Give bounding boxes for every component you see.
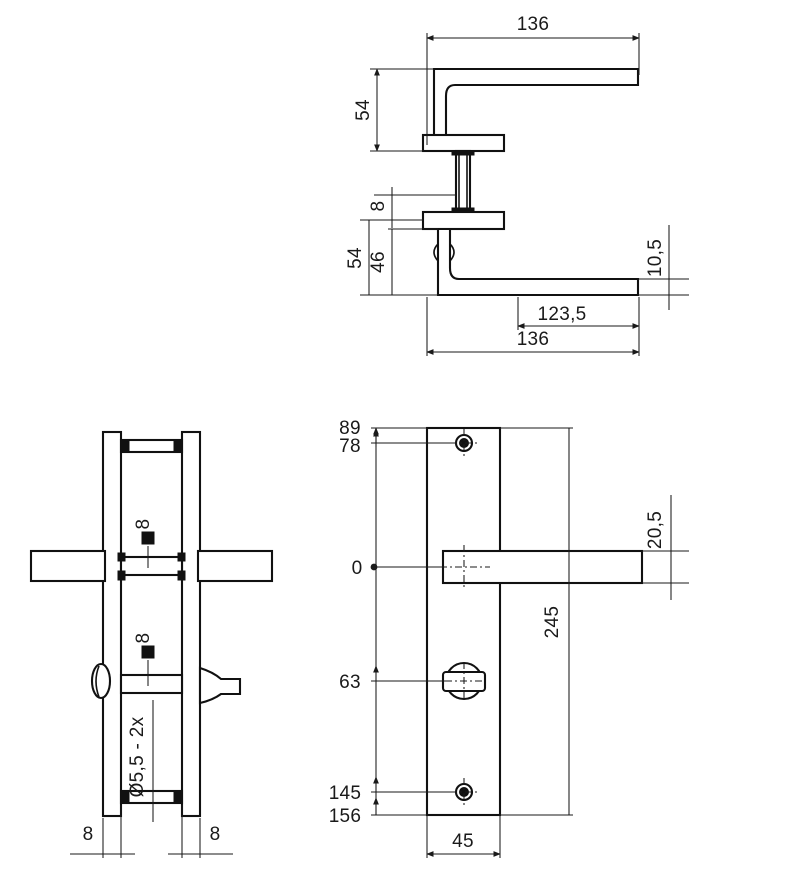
spindle-collar-top: [451, 150, 475, 156]
plan-top-screw-head-left: [120, 439, 130, 453]
dimlabel-63: 63: [339, 672, 361, 693]
dim-8-right: 8: [168, 805, 233, 858]
plan-spindle-collar-left-lower: [117, 570, 126, 581]
plan-plate-left: [101, 430, 123, 818]
dimlabel-205: 20,5: [645, 511, 666, 549]
dimlabel-105: 10,5: [645, 239, 666, 277]
dim-20-5: 20,5: [642, 495, 689, 600]
plan-cylinder-crossbar: [90, 662, 242, 705]
plan-cylinder-body: [119, 673, 184, 695]
plan-lever-right: [196, 549, 274, 583]
callout-square-8-lower: 8: [133, 633, 155, 686]
square-marker-lower: [141, 645, 155, 659]
callout-hole-diameter: Ø5,5 - 2x: [127, 700, 154, 822]
plan-spindle-crossbar: [117, 552, 186, 581]
dimlabel-square-8-lower: 8: [133, 633, 154, 644]
view-side-elevation: 136 54 8 54 46: [345, 14, 689, 356]
dimlabel-136-bottom: 136: [517, 329, 550, 350]
upper-handle-geometry: [421, 67, 640, 153]
view-plan-top: 8 8 Ø5,5 - 2x 8 8: [29, 430, 274, 858]
dim-46: 46: [368, 228, 438, 295]
neck-collar-right-arc: [449, 243, 455, 262]
dimlabel-54-top: 54: [353, 99, 374, 121]
dimlabel-8-left: 8: [83, 824, 94, 845]
dimlabel-hole-diameter: Ø5,5 - 2x: [127, 716, 148, 797]
upper-lever-profile: [432, 67, 640, 137]
dimlabel-zero: 0: [352, 558, 363, 579]
dimlabel-136-top: 136: [517, 14, 550, 35]
dim-10-5: 10,5: [638, 225, 689, 310]
plan-top-screw-bar: [119, 438, 184, 454]
dimlabel-45: 45: [452, 831, 474, 852]
plan-spindle-collar-right-lower: [177, 570, 186, 581]
spindle-shaft: [454, 149, 472, 214]
dim-136-top: 136: [426, 14, 640, 145]
dim-136-bottom: 136: [426, 297, 640, 356]
plan-spindle-collar-right-upper: [177, 552, 186, 562]
dimlabel-square-8-upper: 8: [133, 519, 154, 530]
dimlabel-78: 78: [339, 436, 361, 457]
callout-square-8-upper: 8: [133, 519, 155, 568]
dimlabel-1235: 123,5: [537, 304, 586, 325]
dimlabel-156: 156: [329, 806, 362, 827]
dimlabel-145: 145: [329, 783, 362, 804]
spindle-centre-marks: [440, 545, 490, 590]
plan-top-screw-head-right: [173, 439, 183, 453]
spindle-assembly: [451, 149, 475, 214]
plan-lever-left: [29, 549, 107, 583]
neck-collar-left-arc: [433, 243, 439, 262]
dim-245: 245: [500, 427, 573, 816]
dimlabel-8: 8: [368, 201, 389, 212]
dim-54-bottom: 54: [345, 219, 438, 296]
lower-lever-profile: [436, 227, 640, 297]
dim-45: 45: [426, 815, 501, 858]
plan-bottom-screw-bar: [119, 789, 184, 805]
dimlabel-54-bottom: 54: [345, 247, 366, 269]
view-front-backplate: 0 89 78 63 145 156: [329, 418, 689, 858]
dimlabel-89: 89: [339, 418, 361, 439]
dimlabel-8-right: 8: [210, 824, 221, 845]
dimlabel-245: 245: [542, 606, 563, 639]
dimlabel-46: 46: [368, 251, 389, 273]
square-marker-upper: [141, 531, 155, 545]
plan-plate-right: [180, 430, 202, 818]
plan-cylinder-cap-detail: [95, 665, 100, 698]
plan-thumbturn-knob: [198, 666, 242, 705]
dim-123-5: 123,5: [517, 297, 640, 330]
plan-bottom-screw-head-right: [173, 790, 183, 804]
upper-rosette: [421, 133, 506, 153]
dim-54-top: 54: [353, 68, 434, 152]
plan-spindle-collar-left-upper: [117, 552, 126, 562]
lower-rosette: [421, 210, 506, 231]
backplate-body: [425, 426, 502, 817]
plan-spindle-body: [119, 555, 184, 577]
plan-cylinder-cap: [90, 662, 112, 700]
dim-8-left: 8: [70, 805, 135, 858]
cylinder-keyhole: [441, 661, 487, 701]
plan-bottom-screw-head-left: [120, 790, 130, 804]
plan-top-screw-body: [119, 438, 184, 454]
